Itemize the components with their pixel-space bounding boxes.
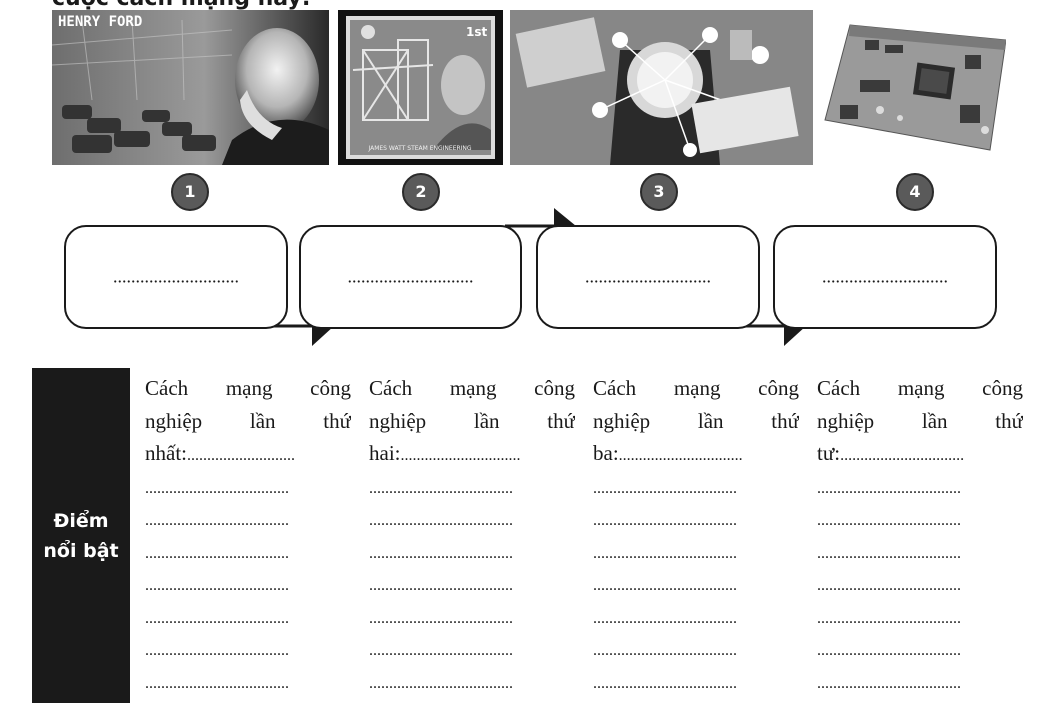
answer-dot-line[interactable]: .................................... <box>145 479 289 497</box>
answer-dot-line[interactable]: .................................... <box>145 674 289 692</box>
column-heading-line: Cách mạng công <box>817 376 1023 400</box>
stage-number-badge: 3 <box>640 173 678 211</box>
answer-dot-line[interactable]: .................................... <box>145 577 289 594</box>
column-lead-dots: ........................... <box>187 447 295 464</box>
answer-dot-line[interactable]: .................................... <box>817 512 961 529</box>
stage-number-badge: 4 <box>896 173 934 211</box>
column-lead-word: nhất: <box>145 441 187 465</box>
stage-answer-blank: ............................ <box>113 266 239 287</box>
photo-digital-network <box>510 10 813 165</box>
column-lead-dots: ............................... <box>840 447 965 464</box>
stamp-value: 1st <box>466 25 487 39</box>
answer-dot-line[interactable]: .................................... <box>593 674 737 692</box>
answer-dot-line[interactable]: .................................... <box>369 544 513 562</box>
answer-dot-line[interactable]: .................................... <box>593 577 737 594</box>
answer-dot-line[interactable]: .................................... <box>145 544 289 562</box>
answer-dot-line[interactable]: .................................... <box>817 577 961 594</box>
stage-answer-box-4[interactable]: ............................ <box>773 225 997 329</box>
revolution-column-3: Cách mạng công nghiệp lần thứ ba:.......… <box>593 372 799 700</box>
answer-dot-line[interactable]: .................................... <box>369 642 513 659</box>
answer-dot-line[interactable]: .................................... <box>593 544 737 562</box>
column-lead-line[interactable]: hai:.............................. <box>369 437 575 473</box>
column-heading-line: Cách mạng công <box>369 376 575 400</box>
stage-answer-blank: ............................ <box>585 266 711 287</box>
revolution-column-1: Cách mạng công nghiệp lần thứ nhất:.....… <box>145 372 351 700</box>
answer-dot-line[interactable]: .................................... <box>369 577 513 594</box>
column-lead-dots: .............................. <box>400 447 521 464</box>
answer-dot-line[interactable]: .................................... <box>593 479 737 497</box>
answer-dot-line[interactable]: .................................... <box>817 479 961 497</box>
column-lead-word: tư: <box>817 441 841 465</box>
photo-henry-ford: HENRY FORD <box>52 10 329 165</box>
column-heading-line: Cách mạng công <box>145 376 351 400</box>
highlights-label-line-1: Điểm <box>53 509 109 532</box>
stage-number-badge: 2 <box>402 173 440 211</box>
answer-dot-line[interactable]: .................................... <box>593 512 737 529</box>
stage-answer-box-2[interactable]: ............................ <box>299 225 522 329</box>
revolution-column-4: Cách mạng công nghiệp lần thứ tư:.......… <box>817 372 1023 700</box>
column-lead-word: ba: <box>593 441 619 465</box>
answer-dot-line[interactable]: .................................... <box>817 544 961 562</box>
column-lead-line[interactable]: tư:............................... <box>817 437 1023 473</box>
answer-dot-line[interactable]: .................................... <box>593 642 737 659</box>
highlights-row-label: Điểm nổi bật <box>32 368 130 703</box>
answer-dot-line[interactable]: .................................... <box>817 609 961 627</box>
answer-dot-line[interactable]: .................................... <box>817 674 961 692</box>
stage-answer-blank: ............................ <box>822 266 948 287</box>
column-heading-line: nghiệp lần thứ <box>369 408 575 433</box>
column-heading-line: nghiệp lần thứ <box>593 408 799 433</box>
stage-number-badge: 1 <box>171 173 209 211</box>
column-lead-line[interactable]: ba:............................... <box>593 437 799 473</box>
answer-dot-line[interactable]: .................................... <box>369 512 513 529</box>
photo-2-caption: JAMES WATT STEAM ENGINEERING <box>367 145 471 152</box>
answer-dot-line[interactable]: .................................... <box>369 609 513 627</box>
photo-james-watt-stamp: 1st JAMES WATT STEAM ENGINEERING <box>338 10 503 165</box>
stage-answer-box-3[interactable]: ............................ <box>536 225 760 329</box>
answer-dot-line[interactable]: .................................... <box>145 609 289 627</box>
answer-dot-line[interactable]: .................................... <box>145 642 289 659</box>
column-lead-word: hai: <box>369 441 401 465</box>
answer-dot-line[interactable]: .................................... <box>593 609 737 627</box>
column-heading-line: Cách mạng công <box>593 376 799 400</box>
answer-dot-line[interactable]: .................................... <box>817 642 961 659</box>
stage-answer-box-1[interactable]: ............................ <box>64 225 288 329</box>
column-heading-line: nghiệp lần thứ <box>145 408 351 433</box>
answer-dot-line[interactable]: .................................... <box>145 512 289 529</box>
photo-circuit-board <box>820 10 1006 165</box>
column-heading-line: nghiệp lần thứ <box>817 408 1023 433</box>
column-lead-line[interactable]: nhất:........................... <box>145 437 351 473</box>
highlights-label-line-2: nổi bật <box>43 539 119 562</box>
answer-dot-line[interactable]: .................................... <box>369 674 513 692</box>
stage-answer-blank: ............................ <box>347 266 474 287</box>
revolution-column-2: Cách mạng công nghiệp lần thứ hai:......… <box>369 372 575 700</box>
answer-dot-line[interactable]: .................................... <box>369 479 513 497</box>
column-lead-dots: ............................... <box>618 447 743 464</box>
section-prompt-title: cuộc cách mạng này: <box>52 0 311 11</box>
photo-1-caption: HENRY FORD <box>58 14 142 30</box>
